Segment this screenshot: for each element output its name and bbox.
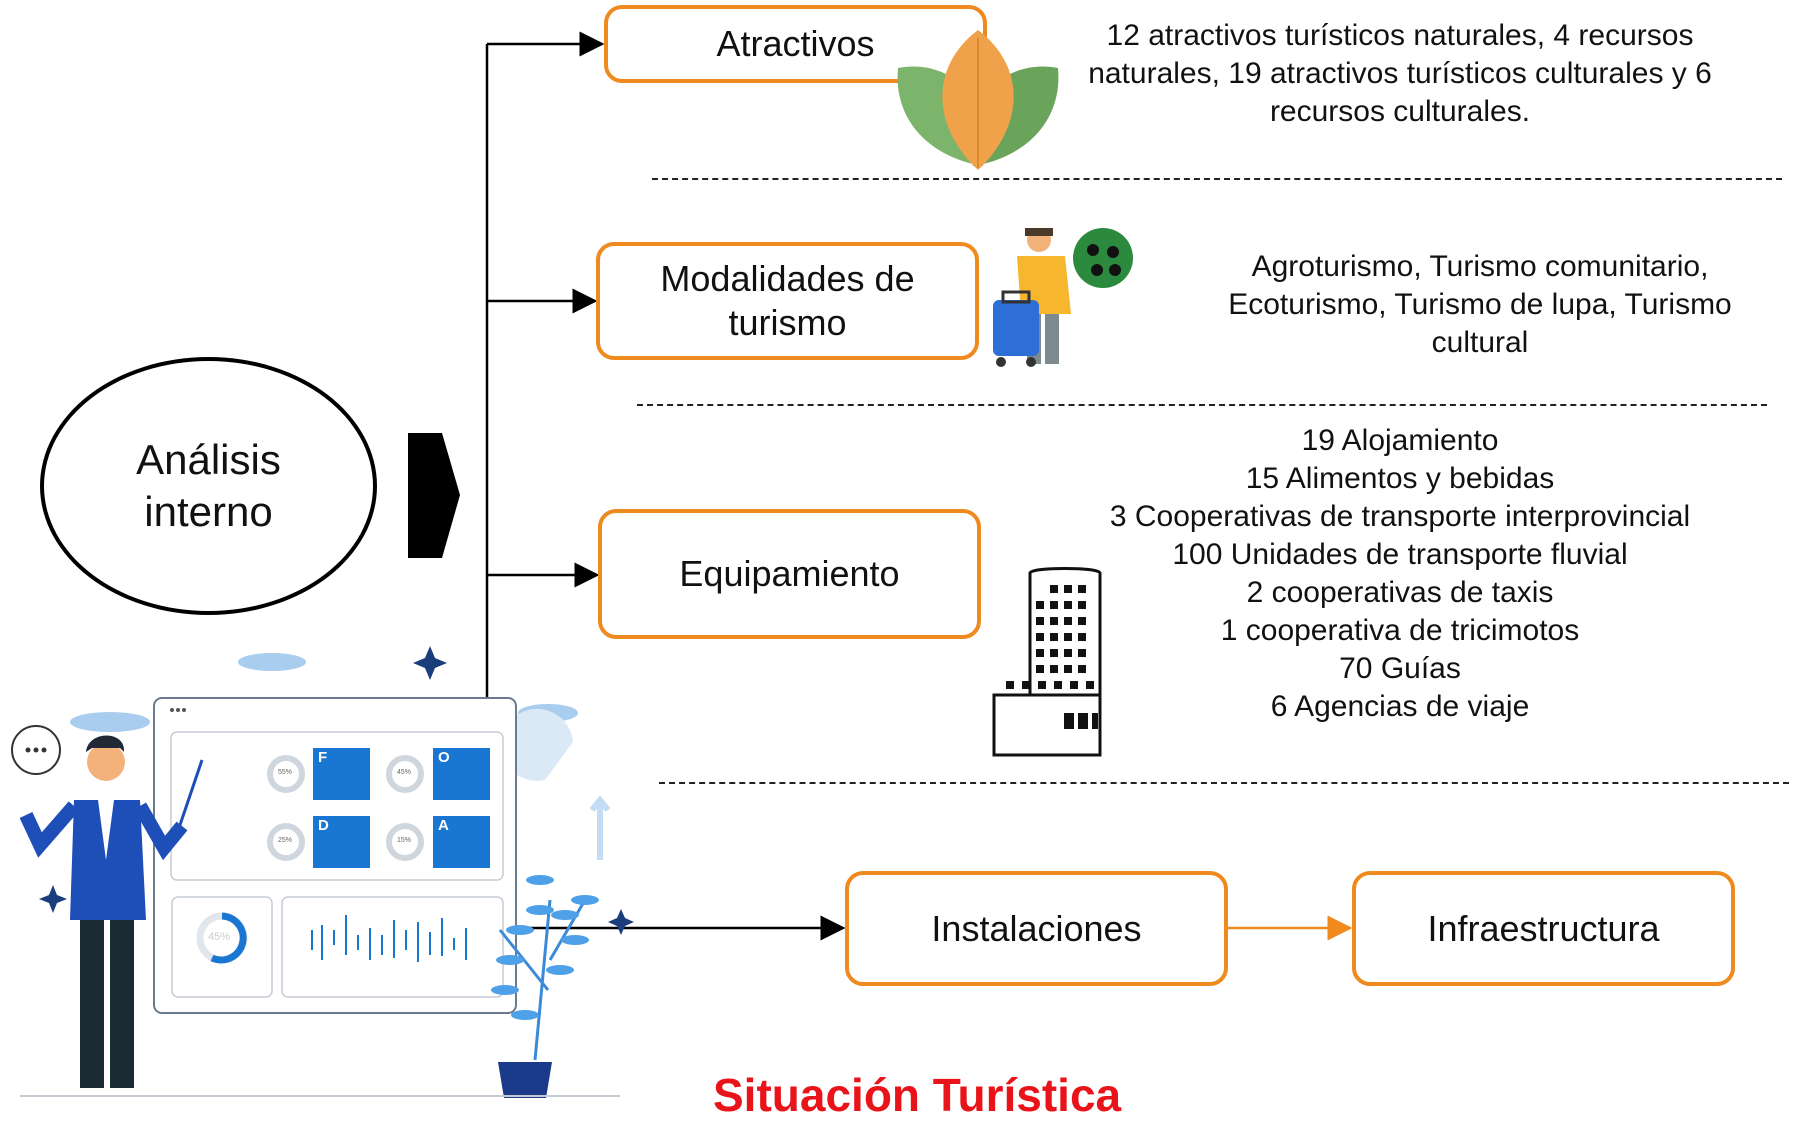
center-label-line1: Análisis [136,436,281,483]
traveler-icon [993,228,1133,367]
percent-label: 15% [397,837,412,844]
atractivos-description: 12 atractivos turísticos naturales, 4 re… [1055,17,1745,131]
footer-title: Situación Turística [713,1069,1122,1121]
node-modalidades-label-line1: Modalidades de [660,258,915,299]
equipamiento-desc-line: 2 cooperativas de taxis [1246,576,1554,609]
presenter-illustration [11,646,634,1098]
swot-card-letter-d: D [318,817,329,834]
building-icon [992,567,1102,757]
atractivos-desc-line: naturales, 19 atractivos turísticos cult… [1088,57,1712,90]
node-instalaciones: Instalaciones [845,871,1228,986]
modalidades-desc-line: Agroturismo, Turismo comunitario, [1251,250,1709,283]
separator-2 [637,404,1767,406]
swot-card-letter-f: F [318,749,328,766]
swot-card-letter-a: A [438,817,449,834]
sparkle-icon [413,646,447,680]
separator-1 [652,178,1782,180]
sparkle-icon [608,909,634,935]
node-modalidades: Modalidades de turismo [596,242,979,360]
swot-card-letter-o: O [438,749,450,766]
percent-label: 45% [397,769,412,776]
modalidades-description: Agroturismo, Turismo comunitario, Ecotur… [1195,248,1765,362]
donut-value: 45% [208,931,231,943]
node-infraestructura-label: Infraestructura [1427,907,1660,949]
equipamiento-desc-line: 70 Guías [1339,652,1461,685]
node-atractivos-label: Atractivos [716,23,875,64]
node-modalidades-label-line2: turismo [728,302,847,343]
node-equipamiento: Equipamiento [598,509,981,639]
equipamiento-desc-line: 15 Alimentos y bebidas [1245,462,1555,495]
equipamiento-desc-line: 1 cooperativa de tricimotos [1220,614,1580,647]
separator-3 [659,782,1789,784]
equipamiento-desc-line: 6 Agencias de viaje [1270,690,1530,723]
center-node: Análisis interno [40,357,377,615]
equipamiento-description: 19 Alojamiento 15 Alimentos y bebidas 3 … [1075,422,1725,726]
node-infraestructura: Infraestructura [1352,871,1735,986]
equipamiento-desc-line: 3 Cooperativas de transporte interprovin… [1109,500,1691,533]
percent-label: 55% [278,769,293,776]
leaf-icon [897,30,1059,170]
modalidades-desc-line: cultural [1431,326,1529,359]
atractivos-desc-line: recursos culturales. [1269,95,1531,128]
modalidades-desc-line: Ecoturismo, Turismo de lupa, Turismo [1228,288,1732,321]
chevron-right-icon [408,433,460,558]
node-equipamiento-label: Equipamiento [679,553,900,594]
percent-label: 25% [278,837,293,844]
atractivos-desc-line: 12 atractivos turísticos naturales, 4 re… [1106,19,1694,52]
center-label-line2: interno [144,488,273,535]
sparkle-icon [39,885,67,913]
equipamiento-desc-line: 100 Unidades de transporte fluvial [1172,538,1628,571]
equipamiento-desc-line: 19 Alojamiento [1301,424,1499,457]
node-instalaciones-label: Instalaciones [931,907,1142,949]
